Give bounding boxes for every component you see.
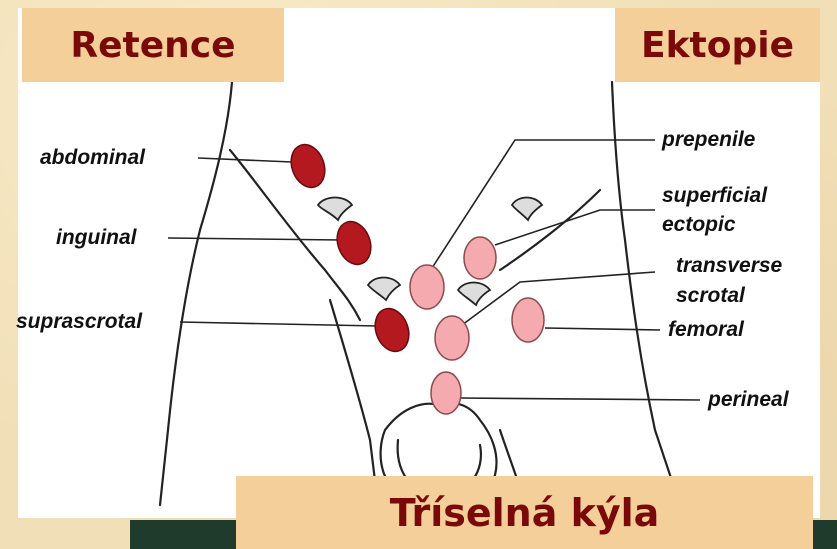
label-inguinal: inguinal [56,226,137,250]
label-suprascrotal: suprascrotal [16,310,142,334]
testis-femoral [512,298,544,342]
label-ectopic: ectopic [662,213,736,237]
label-femoral: femoral [668,318,744,342]
testis-abdominal [285,140,330,192]
label-transverse: transverse [676,254,782,278]
label-scrotal: scrotal [676,284,745,308]
left-inner-thigh [330,300,378,505]
left-body-outline [160,82,232,505]
leader-transverse-scrotal [462,272,655,325]
testis-suprascrotal [369,304,414,356]
ectopy-header: Ektopie [615,8,820,82]
right-ring-upper [512,198,542,221]
leader-perineal [460,398,700,400]
leader-abdominal [198,158,292,162]
left-ring-lower [368,278,400,301]
leader-suprascrotal [180,322,378,326]
testis-superficial-ectopic [464,237,496,279]
testis-inguinal [331,217,376,269]
testis-perineal [431,372,461,414]
hernia-header: Tříselná kýla [236,476,813,549]
leader-femoral [545,328,660,330]
label-abdominal: abdominal [40,146,145,170]
label-perineal: perineal [708,388,789,412]
left-ring-upper [318,198,352,221]
right-ring-lower [458,283,490,306]
testis-prepenile [410,265,444,309]
retention-header: Retence [22,8,284,82]
label-superficial: superficial [662,184,767,208]
label-prepenile: prepenile [662,128,755,152]
testis-transverse-scrotal [435,316,469,360]
leader-inguinal [168,238,342,240]
leader-superficial-ectopic [495,210,655,245]
